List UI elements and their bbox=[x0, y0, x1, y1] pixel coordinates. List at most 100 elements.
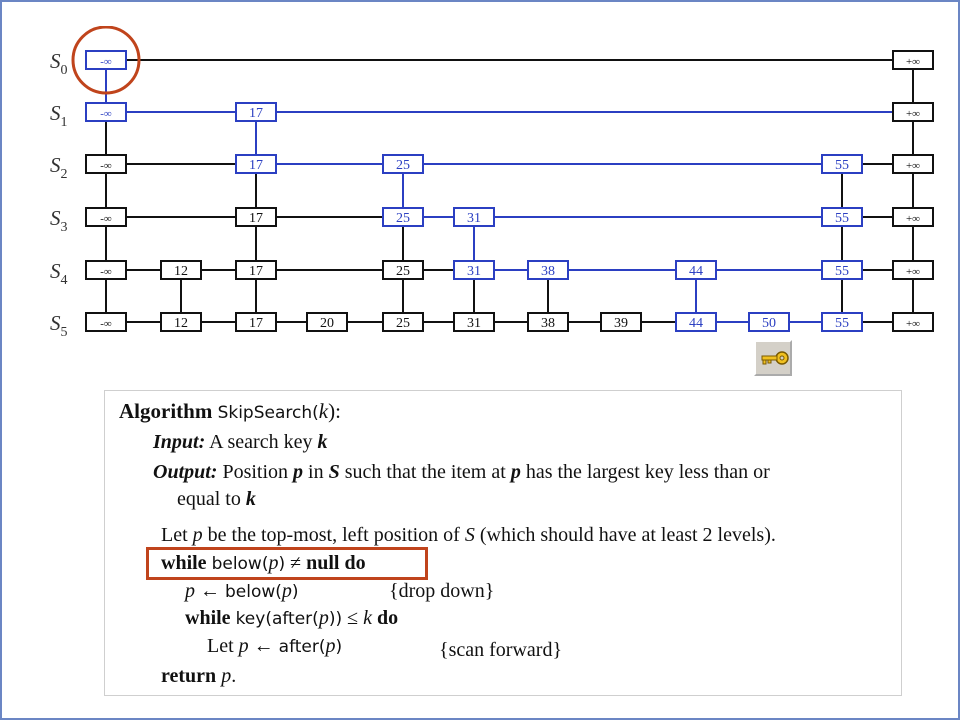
level-label-s4: S4 bbox=[50, 259, 68, 288]
algorithm-arg: k bbox=[318, 399, 329, 423]
output-text-3: such that the item at bbox=[344, 461, 506, 483]
s1-node-44: 44 bbox=[675, 260, 717, 280]
output-text-2: in bbox=[308, 461, 324, 483]
s0-node-+∞: +∞ bbox=[892, 312, 934, 332]
node-key: 55 bbox=[835, 316, 849, 331]
s3-node-+∞: +∞ bbox=[892, 154, 934, 174]
s4-node-17: 17 bbox=[235, 102, 277, 122]
s3-node-25: 25 bbox=[382, 154, 424, 174]
let2-arrow: ← bbox=[253, 635, 274, 657]
assign1-fn: below( bbox=[225, 582, 282, 602]
node-key: -∞ bbox=[100, 160, 112, 172]
level-label-s1: S1 bbox=[50, 101, 68, 130]
return-line: return p. bbox=[161, 665, 236, 688]
node-key: 12 bbox=[174, 316, 188, 331]
let-text-2: be the top-most, left position of bbox=[207, 524, 460, 546]
start-node-highlight-circle bbox=[71, 26, 141, 95]
node-key: +∞ bbox=[906, 160, 920, 172]
scan-forward-line: Let p ← after(p) bbox=[207, 635, 342, 658]
while-highlight-box bbox=[146, 547, 428, 580]
while2-do: do bbox=[376, 607, 399, 629]
s1-node-38: 38 bbox=[527, 260, 569, 280]
s2-node--∞: -∞ bbox=[85, 207, 127, 227]
node-key: 50 bbox=[762, 316, 776, 331]
node-key: +∞ bbox=[906, 266, 920, 278]
input-text: A search key bbox=[209, 431, 313, 453]
node-key: 17 bbox=[249, 158, 263, 173]
s1-node-12: 12 bbox=[160, 260, 202, 280]
s0-node-55: 55 bbox=[821, 312, 863, 332]
key-after-fn: key(after( bbox=[235, 609, 319, 629]
node-key: +∞ bbox=[906, 108, 920, 120]
leq-symbol: ≤ bbox=[347, 607, 359, 629]
node-key: 25 bbox=[396, 211, 410, 226]
node-key: 25 bbox=[396, 264, 410, 279]
node-key: 55 bbox=[835, 264, 849, 279]
node-key: 17 bbox=[249, 264, 263, 279]
while-key-line: while key(after(p)) ≤ k do bbox=[185, 607, 398, 630]
key-icon bbox=[761, 351, 789, 365]
s2-node-31: 31 bbox=[453, 207, 495, 227]
level-label-s0: S0 bbox=[50, 49, 68, 78]
drop-down-line: p ← below(p) bbox=[185, 580, 299, 603]
let-line: Let p be the top-most, left position of … bbox=[161, 524, 776, 547]
node-key: 39 bbox=[614, 316, 628, 331]
output-p2: p bbox=[510, 461, 521, 483]
s4-node--∞: -∞ bbox=[85, 102, 127, 122]
let-keyword: Let bbox=[161, 524, 188, 546]
node-key: 38 bbox=[541, 316, 555, 331]
let2-p: p bbox=[238, 635, 249, 657]
node-key: +∞ bbox=[906, 318, 920, 330]
level-label-s2: S2 bbox=[50, 153, 68, 182]
s0-node-12: 12 bbox=[160, 312, 202, 332]
algorithm-paren-close: ): bbox=[328, 399, 341, 423]
output-line: Output: Position p in S such that the it… bbox=[153, 461, 770, 484]
return-p: p bbox=[221, 665, 232, 687]
s2-node-25: 25 bbox=[382, 207, 424, 227]
scan-forward-comment: {scan forward} bbox=[439, 639, 563, 661]
let2-p2: p bbox=[325, 635, 336, 657]
let-p: p bbox=[192, 524, 203, 546]
s0-node-31: 31 bbox=[453, 312, 495, 332]
s1-node-17: 17 bbox=[235, 260, 277, 280]
level-label-s3: S3 bbox=[50, 206, 68, 235]
s1-node-+∞: +∞ bbox=[892, 260, 934, 280]
level-label-s5: S5 bbox=[50, 311, 68, 340]
while1-p: p bbox=[268, 552, 279, 574]
s2-node-+∞: +∞ bbox=[892, 207, 934, 227]
let2-close: ) bbox=[335, 637, 343, 657]
node-key: 17 bbox=[249, 316, 263, 331]
s4-node-+∞: +∞ bbox=[892, 102, 934, 122]
s3-node-55: 55 bbox=[821, 154, 863, 174]
s1-node-55: 55 bbox=[821, 260, 863, 280]
assign1-arrow: ← bbox=[200, 580, 220, 602]
let-text-3: (which should have at least 2 levels). bbox=[479, 524, 776, 546]
node-key: -∞ bbox=[100, 213, 112, 225]
s0-node-38: 38 bbox=[527, 312, 569, 332]
input-label: Input: bbox=[153, 431, 206, 453]
output-text-4: has the largest key less than or bbox=[525, 461, 770, 483]
s0-node-39: 39 bbox=[600, 312, 642, 332]
node-key: 31 bbox=[467, 211, 481, 226]
node-key: 25 bbox=[396, 316, 410, 331]
s5-node--∞: -∞ bbox=[85, 50, 127, 70]
s0-node-44: 44 bbox=[675, 312, 717, 332]
let-S: S bbox=[464, 524, 475, 546]
node-key: 44 bbox=[689, 316, 703, 331]
input-var: k bbox=[317, 431, 328, 453]
s3-node--∞: -∞ bbox=[85, 154, 127, 174]
s1-node-25: 25 bbox=[382, 260, 424, 280]
key-button[interactable] bbox=[754, 340, 792, 376]
node-key: 38 bbox=[541, 264, 555, 279]
s1-node--∞: -∞ bbox=[85, 260, 127, 280]
s2-node-17: 17 bbox=[235, 207, 277, 227]
node-key: -∞ bbox=[100, 318, 112, 330]
algorithm-name: SkipSearch bbox=[217, 403, 313, 423]
node-key: 25 bbox=[396, 158, 410, 173]
s0-node-50: 50 bbox=[748, 312, 790, 332]
output-label: Output: bbox=[153, 461, 218, 483]
node-key: 17 bbox=[249, 211, 263, 226]
null-keyword: null bbox=[306, 552, 340, 574]
